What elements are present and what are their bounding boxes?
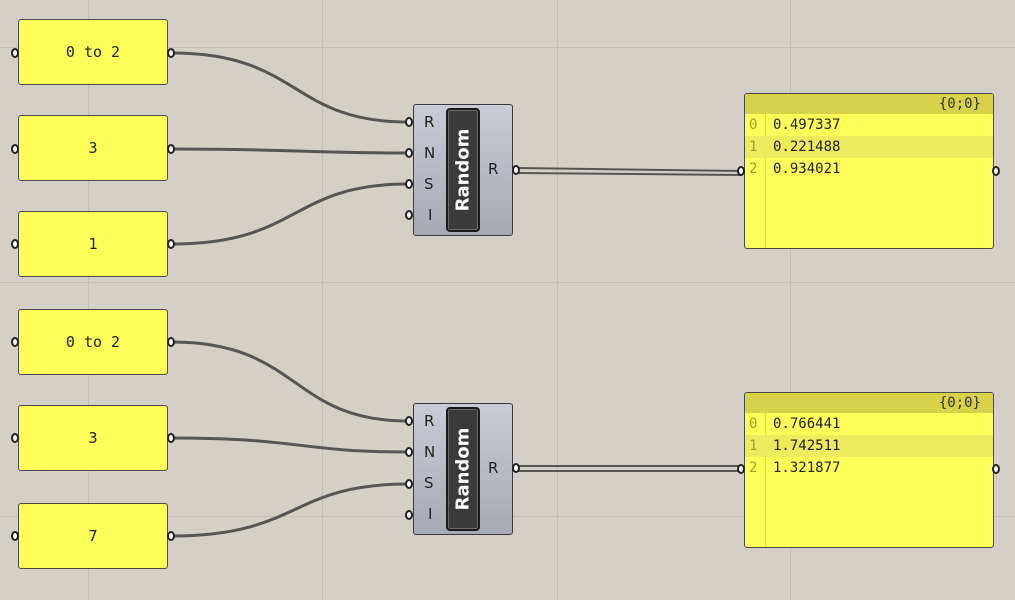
panel-input-grip[interactable] (11, 433, 19, 443)
number-panel[interactable]: 3 (18, 115, 168, 181)
wire (171, 182, 409, 246)
data-wire (517, 167, 743, 172)
index-separator (765, 114, 766, 248)
component-name: Random (452, 128, 474, 212)
input-pin-number[interactable]: N (424, 443, 436, 461)
output-pin-result[interactable]: R (488, 459, 499, 477)
component-name-bar: Random (446, 108, 480, 232)
number-panel[interactable]: 0 to 2 (18, 309, 168, 375)
panel-output-grip[interactable] (167, 433, 175, 443)
list-item: 2 0.934021 (745, 158, 993, 180)
panel-text: 7 (88, 527, 98, 545)
input-pin-seed[interactable]: S (424, 474, 434, 492)
item-value: 0.221488 (773, 139, 841, 155)
panel-text: 0 to 2 (65, 333, 121, 351)
panel-text: 3 (88, 429, 98, 447)
item-value: 0.934021 (773, 161, 841, 177)
panel-input-grip[interactable] (11, 337, 19, 347)
viewer-input-grip[interactable] (737, 166, 745, 176)
panel-output-grip[interactable] (167, 144, 175, 154)
grid-line (557, 0, 558, 600)
item-value: 0.766441 (773, 416, 841, 432)
panel-input-grip[interactable] (11, 144, 19, 154)
viewer-output-grip[interactable] (992, 166, 1000, 176)
wire (171, 340, 409, 423)
input-pin-integers[interactable]: I (428, 206, 433, 224)
output-grip[interactable] (512, 165, 520, 175)
number-panel[interactable]: 0 to 2 (18, 19, 168, 85)
grid-line (790, 0, 791, 600)
grid-line (0, 47, 1015, 48)
output-pin-result[interactable]: R (488, 160, 499, 178)
output-grip[interactable] (512, 463, 520, 473)
item-index: 0 (749, 117, 758, 133)
input-grip[interactable] (405, 179, 413, 189)
grid-line (0, 282, 1015, 283)
random-component[interactable]: R N S I Random R (413, 104, 513, 236)
item-index: 1 (749, 438, 758, 454)
input-grip[interactable] (405, 210, 413, 220)
viewer-output-grip[interactable] (992, 464, 1000, 474)
index-separator (765, 413, 766, 547)
panel-text: 1 (88, 235, 98, 253)
input-grip[interactable] (405, 479, 413, 489)
wire (171, 482, 409, 538)
list-item: 2 1.321877 (745, 457, 993, 479)
panel-text: 3 (88, 139, 98, 157)
wire (171, 436, 409, 454)
list-item: 1 0.221488 (745, 136, 993, 158)
item-value: 1.321877 (773, 460, 841, 476)
input-pin-number[interactable]: N (424, 144, 436, 162)
grid-line (88, 0, 89, 600)
wire (171, 51, 409, 124)
component-name: Random (452, 427, 474, 511)
data-wire (517, 172, 743, 176)
input-pin-range[interactable]: R (424, 113, 435, 131)
wire (171, 147, 409, 155)
random-component[interactable]: R N S I Random R (413, 403, 513, 535)
panel-input-grip[interactable] (11, 48, 19, 58)
viewer-input-grip[interactable] (737, 464, 745, 474)
item-value: 1.742511 (773, 438, 841, 454)
item-index: 1 (749, 139, 758, 155)
panel-input-grip[interactable] (11, 239, 19, 249)
tree-path: {0;0} (745, 393, 993, 413)
input-grip[interactable] (405, 117, 413, 127)
panel-output-grip[interactable] (167, 48, 175, 58)
list-item: 0 0.497337 (745, 114, 993, 136)
list-item: 0 0.766441 (745, 413, 993, 435)
panel-output-grip[interactable] (167, 337, 175, 347)
number-panel[interactable]: 1 (18, 211, 168, 277)
component-name-bar: Random (446, 407, 480, 531)
tree-path: {0;0} (745, 94, 993, 114)
panel-output-grip[interactable] (167, 239, 175, 249)
panel-output-grip[interactable] (167, 531, 175, 541)
input-pin-integers[interactable]: I (428, 505, 433, 523)
panel-viewer[interactable]: {0;0} 0 0.766441 1 1.742511 2 1.321877 (744, 392, 994, 548)
input-grip[interactable] (405, 148, 413, 158)
item-index: 2 (749, 460, 758, 476)
input-pin-range[interactable]: R (424, 412, 435, 430)
panel-viewer[interactable]: {0;0} 0 0.497337 1 0.221488 2 0.934021 (744, 93, 994, 249)
list-item: 1 1.742511 (745, 435, 993, 457)
input-grip[interactable] (405, 510, 413, 520)
panel-input-grip[interactable] (11, 531, 19, 541)
number-panel[interactable]: 3 (18, 405, 168, 471)
item-index: 2 (749, 161, 758, 177)
item-value: 0.497337 (773, 117, 841, 133)
input-grip[interactable] (405, 416, 413, 426)
item-index: 0 (749, 416, 758, 432)
panel-text: 0 to 2 (65, 43, 121, 61)
grid-line (322, 0, 323, 600)
input-pin-seed[interactable]: S (424, 175, 434, 193)
number-panel[interactable]: 7 (18, 503, 168, 569)
input-grip[interactable] (405, 447, 413, 457)
